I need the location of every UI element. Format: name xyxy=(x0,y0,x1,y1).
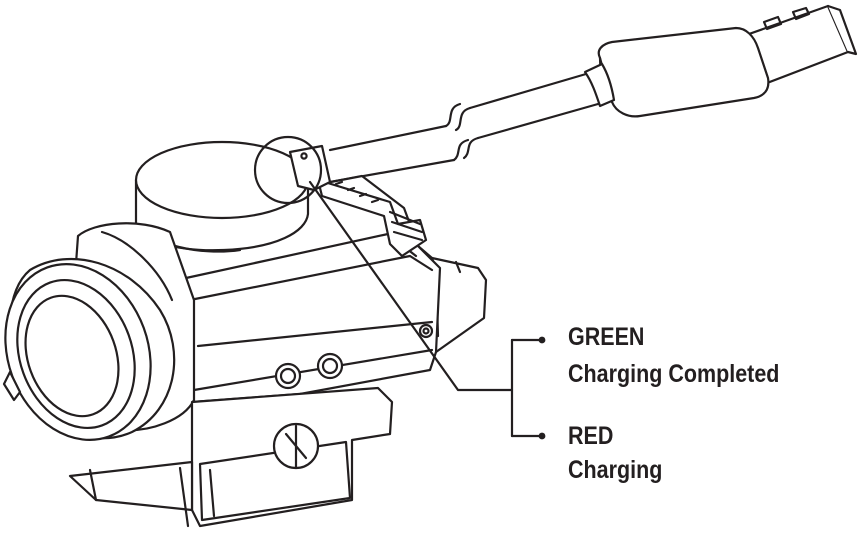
screw-icon xyxy=(274,352,344,390)
green-status-title: GREEN xyxy=(568,323,645,351)
mount-base-icon xyxy=(68,386,394,528)
battery-cap-icon xyxy=(134,140,310,253)
usb-cable-icon xyxy=(328,4,858,184)
red-status-title: RED xyxy=(568,422,614,450)
charging-indicator-led-icon xyxy=(300,152,308,160)
hex-screw-icon xyxy=(418,323,434,339)
red-status-description: Charging xyxy=(568,456,663,484)
callout-lines xyxy=(308,180,546,440)
zoom-circle xyxy=(253,135,323,205)
usb-plug-housing xyxy=(597,26,770,118)
bullet-green xyxy=(538,336,546,344)
lens-icon xyxy=(4,257,176,441)
red-dot-sight-icon xyxy=(2,135,488,528)
bullet-red xyxy=(538,432,546,440)
green-status-description: Charging Completed xyxy=(568,360,780,388)
